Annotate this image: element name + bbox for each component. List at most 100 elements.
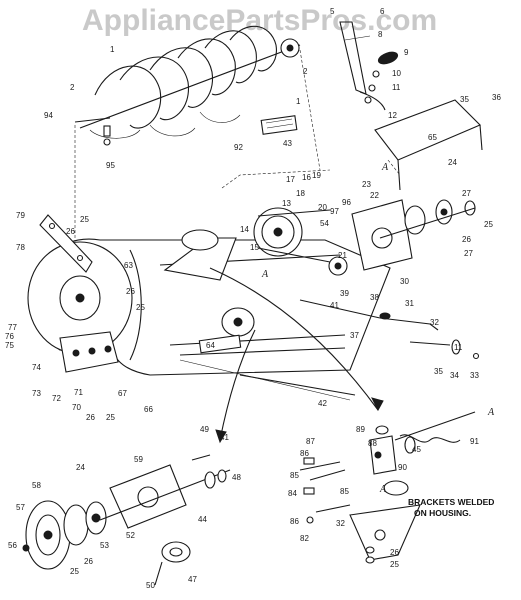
part-number-label: 90 xyxy=(398,463,407,472)
part-number-label: 57 xyxy=(16,503,25,512)
part-number-label: 64 xyxy=(206,341,215,350)
part-number-label: 52 xyxy=(126,531,135,540)
part-number-label: 32 xyxy=(336,519,345,528)
part-number-label: 91 xyxy=(470,437,479,446)
part-number-label: 9 xyxy=(404,48,409,57)
part-number-label: 8 xyxy=(378,30,383,39)
part-number-label: 26 xyxy=(66,227,75,236)
part-number-label: 26 xyxy=(126,287,135,296)
part-number-label: 77 xyxy=(8,323,17,332)
part-number-label: 82 xyxy=(300,534,309,543)
part-number-label: 85 xyxy=(340,487,349,496)
part-number-label: 88 xyxy=(368,439,377,448)
part-number-label: 50 xyxy=(146,581,155,590)
part-number-label: 95 xyxy=(106,161,115,170)
part-number-label: 6 xyxy=(380,7,385,16)
part-number-label: 66 xyxy=(144,405,153,414)
part-number-label: 42 xyxy=(318,399,327,408)
reference-lines xyxy=(74,49,401,250)
part-number-label: 56 xyxy=(8,541,17,550)
part-number-label: 11 xyxy=(454,343,463,352)
skid-rod xyxy=(239,374,356,396)
note-line-2: ON HOUSING. xyxy=(414,508,471,518)
part-number-label: 36 xyxy=(492,93,501,102)
part-number-label: 27 xyxy=(462,189,471,198)
part-number-label: 23 xyxy=(362,180,371,189)
pulley-assembly-detail xyxy=(22,454,231,586)
part-number-label: 49 xyxy=(200,425,209,434)
part-number-label: 59 xyxy=(134,455,143,464)
part-number-label: 31 xyxy=(405,299,414,308)
part-number-label: 34 xyxy=(450,371,459,380)
part-number-label: 44 xyxy=(198,515,207,524)
bracket-detail xyxy=(299,411,476,564)
part-number-label: 97 xyxy=(330,207,339,216)
part-number-label: 32 xyxy=(430,318,439,327)
part-number-label: 1 xyxy=(110,45,115,54)
part-number-label: 22 xyxy=(370,191,379,200)
part-number-label: 18 xyxy=(296,189,305,198)
auger-assembly xyxy=(74,25,301,146)
part-number-label: 33 xyxy=(470,371,479,380)
part-number-label: 25 xyxy=(80,215,89,224)
part-number-label: 16 xyxy=(302,173,311,182)
part-number-label: 25 xyxy=(390,560,399,569)
part-number-label: 54 xyxy=(320,219,329,228)
part-number-label: 92 xyxy=(234,143,243,152)
part-number-label: 78 xyxy=(16,243,25,252)
chute-crank-assembly xyxy=(339,21,399,111)
part-number-label: 96 xyxy=(342,198,351,207)
part-number-label: 86 xyxy=(300,449,309,458)
part-number-label: 58 xyxy=(32,481,41,490)
part-number-label: 26 xyxy=(84,557,93,566)
part-number-label: 10 xyxy=(392,69,401,78)
part-number-label: 24 xyxy=(448,158,457,167)
part-number-label: 48 xyxy=(232,473,241,482)
part-number-label: 47 xyxy=(188,575,197,584)
part-number-label: 19 xyxy=(312,171,321,180)
part-number-label: 38 xyxy=(370,293,379,302)
part-number-label: 72 xyxy=(52,394,61,403)
part-number-label: 35 xyxy=(460,95,469,104)
part-number-label: 26 xyxy=(462,235,471,244)
note-line-1: BRACKETS WELDED xyxy=(408,497,494,507)
part-number-label: 25 xyxy=(70,567,79,576)
part-number-label: 21 xyxy=(338,251,347,260)
part-number-label: 67 xyxy=(118,389,127,398)
part-number-label: 17 xyxy=(286,175,295,184)
part-number-label: 76 xyxy=(5,332,14,341)
part-number-label: 1 xyxy=(296,97,301,106)
part-number-label: 14 xyxy=(240,225,249,234)
belt-cover xyxy=(374,99,483,191)
part-number-label: 15 xyxy=(250,243,259,252)
part-number-label: 25 xyxy=(106,413,115,422)
part-number-label: 79 xyxy=(16,211,25,220)
watermark-text: AppliancePartsPros.com xyxy=(82,4,437,37)
reference-letter: A xyxy=(381,162,389,173)
part-number-label: 2 xyxy=(70,83,75,92)
part-number-label: 12 xyxy=(388,111,397,120)
part-number-label: 71 xyxy=(74,388,83,397)
part-number-label: 53 xyxy=(100,541,109,550)
part-number-label: 85 xyxy=(290,471,299,480)
drive-sprocket-assembly xyxy=(253,199,476,276)
part-number-label: 43 xyxy=(283,139,292,148)
drive-rods xyxy=(299,299,480,360)
part-number-label: 41 xyxy=(330,301,339,310)
part-number-label: 26 xyxy=(86,413,95,422)
callout-arrows xyxy=(209,267,384,444)
part-number-label: 89 xyxy=(356,425,365,434)
reference-letter: A xyxy=(487,407,495,418)
part-number-label: 70 xyxy=(72,403,81,412)
reference-letter: A xyxy=(379,484,387,495)
part-number-label: 25 xyxy=(136,303,145,312)
part-number-label: 73 xyxy=(32,389,41,398)
part-number-label: 11 xyxy=(392,83,401,92)
part-number-label: 24 xyxy=(76,463,85,472)
part-number-label: 25 xyxy=(484,220,493,229)
part-number-label: 41 xyxy=(220,433,229,442)
reference-letter: A xyxy=(261,269,269,280)
part-number-label: 37 xyxy=(350,331,359,340)
